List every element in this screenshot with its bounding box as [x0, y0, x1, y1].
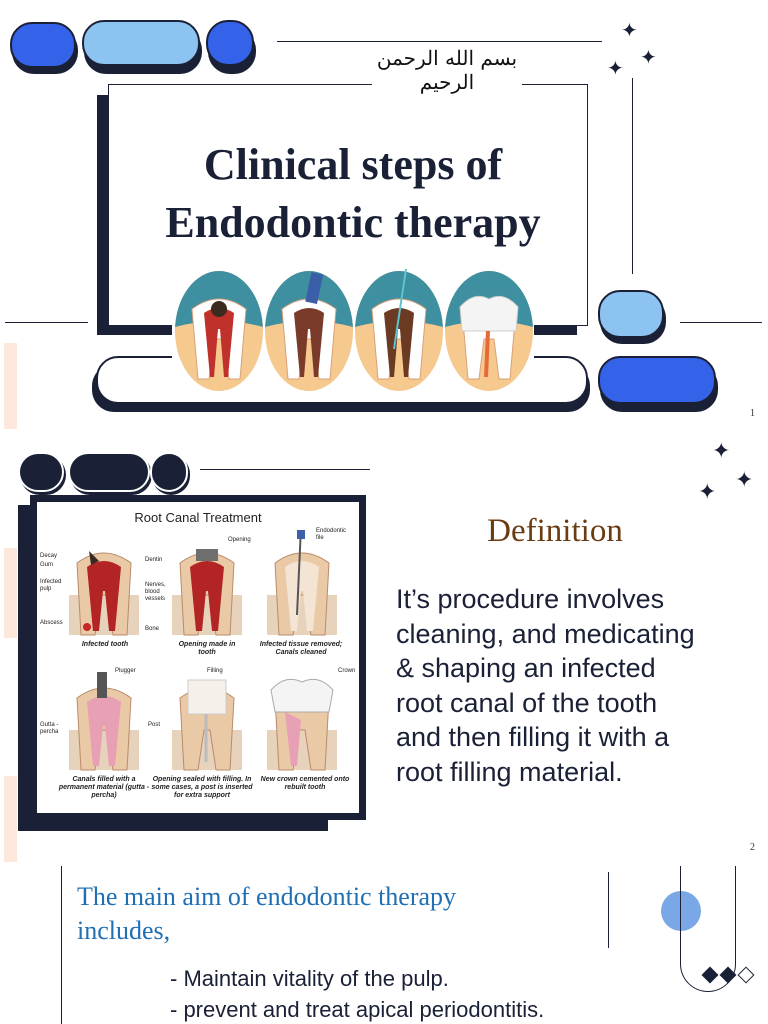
bullet-item: - Maintain vitality of the pulp.	[170, 966, 449, 991]
sparkle-icon: ✦	[640, 45, 657, 69]
label-filling: Filling	[207, 668, 223, 674]
caption-step-2: Opening made in tooth	[178, 641, 236, 656]
definition-text: It’s procedure involves cleaning, and me…	[396, 582, 736, 789]
label-gum: Gum	[40, 562, 54, 568]
label-abscess: Abscess	[40, 620, 63, 626]
sparkle-icon: ✦	[712, 439, 731, 464]
caption-step-6: New crown cemented onto rebuilt tooth	[260, 776, 350, 791]
label-endodontic-file: Endodontic file	[316, 528, 347, 541]
root-canal-steps-illustration	[69, 530, 337, 771]
blue-pill	[206, 20, 254, 66]
sparkle-icon: ✦	[735, 468, 754, 493]
definition-line: cleaning, and medicating	[396, 618, 695, 649]
definition-heading: Definition	[487, 513, 623, 549]
definition-line: It’s procedure involves	[396, 584, 665, 614]
title-line-2: Endodontic therapy	[165, 198, 541, 247]
aim-line-1: The main aim of endodontic therapy	[77, 882, 457, 911]
page-number: 1	[750, 408, 755, 419]
bullet-item: - prevent and treat apical periodontitis…	[170, 997, 545, 1022]
accent-bar	[4, 548, 17, 638]
label-nerves: Nerves, blood vessels	[145, 582, 166, 602]
label-bone: Bone	[145, 626, 160, 632]
light-blue-pill	[598, 290, 664, 338]
caption-step-3: Infected tissue removed; Canals cleaned	[259, 641, 343, 656]
sparkle-icon: ✦	[621, 18, 638, 42]
sparkle-icon: ✦	[698, 480, 717, 505]
label-crown: Crown	[338, 668, 356, 674]
divider-line	[61, 866, 62, 1024]
navy-pill	[18, 452, 64, 492]
label-opening: Opening	[228, 537, 251, 543]
accent-bar	[4, 343, 17, 429]
navy-pill	[150, 452, 188, 492]
label-plugger: Plugger	[115, 668, 136, 674]
definition-line: root canal of the tooth	[396, 687, 658, 718]
slide-1: ✦ ✦ ✦ بسم الله الرحمن الرحيم Clinical st…	[0, 0, 768, 429]
caption-step-1: Infected tooth	[81, 641, 129, 648]
blue-pill	[10, 22, 76, 68]
divider-line	[5, 322, 88, 323]
diamond-icon	[737, 966, 755, 984]
diamond-icon	[719, 966, 737, 984]
light-blue-pill	[82, 20, 200, 66]
basmala-calligraphy: بسم الله الرحمن الرحيم	[372, 46, 522, 94]
main-aim-heading: The main aim of endodontic therapy inclu…	[77, 880, 547, 948]
label-dentin: Dentin	[145, 557, 163, 563]
page-number: 2	[750, 842, 755, 853]
curved-line	[680, 866, 736, 992]
label-decay: Decay	[40, 553, 58, 559]
sparkle-icon: ✦	[607, 56, 624, 80]
title-line-1: Clinical steps of	[203, 140, 503, 189]
blue-circle	[661, 891, 701, 931]
tooth-illustration	[172, 269, 534, 391]
caption-step-5: Opening sealed with filling. In some cas…	[151, 776, 253, 799]
label-infected-pulp: Infected pulp	[40, 579, 62, 592]
diamond-icons	[701, 966, 768, 986]
definition-line: and then filling it with a	[396, 722, 670, 752]
label-post: Post	[148, 722, 161, 728]
divider-line	[200, 469, 370, 470]
figure-title: Root Canal Treatment	[134, 510, 262, 525]
definition-line: root filling material.	[396, 756, 623, 787]
blue-pill	[598, 356, 716, 404]
definition-line: & shaping an infected	[396, 653, 656, 683]
divider-line	[632, 78, 633, 274]
aim-line-2: includes,	[77, 916, 171, 945]
caption-step-4: Canals filled with a permanent material …	[58, 776, 150, 799]
slide-title: Clinical steps of Endodontic therapy	[108, 136, 598, 252]
accent-bar	[4, 776, 17, 862]
navy-pill	[68, 452, 150, 492]
divider-line	[608, 872, 609, 948]
label-gutta-percha: Gutta - percha	[40, 722, 59, 735]
diamond-icon	[701, 966, 719, 984]
divider-line	[277, 41, 602, 42]
divider-line	[680, 322, 762, 323]
